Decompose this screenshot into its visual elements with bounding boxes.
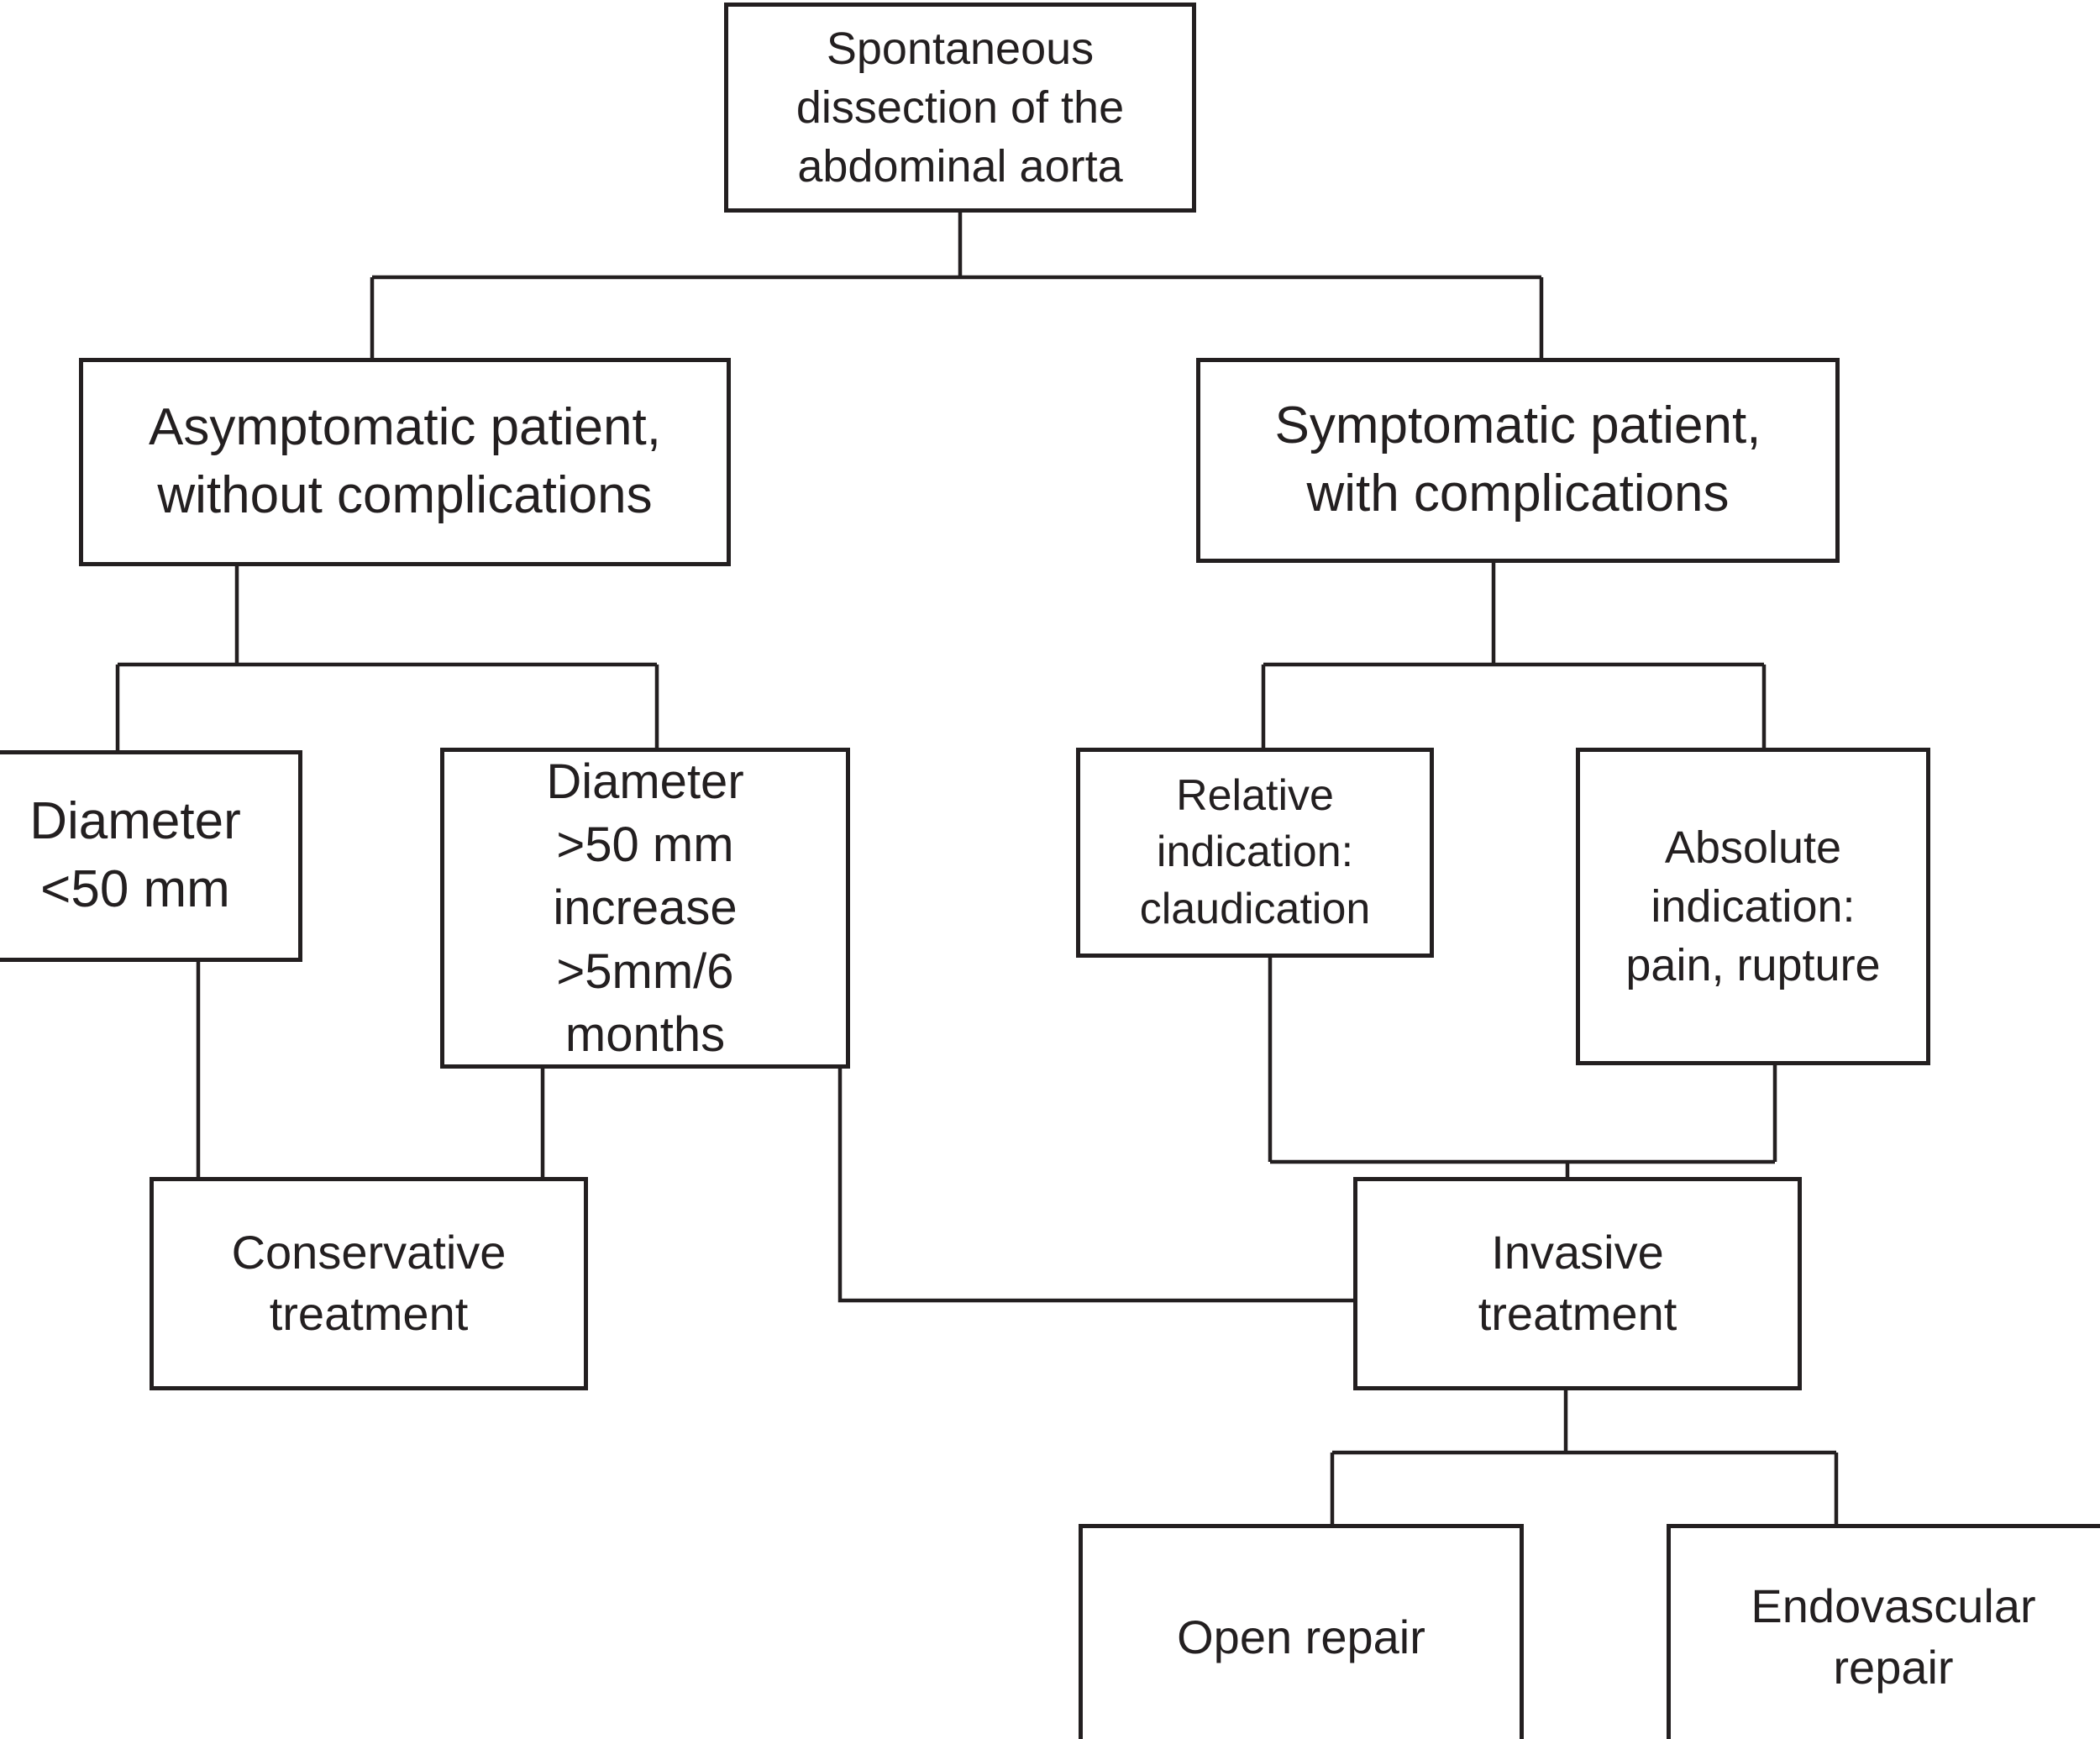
node-diameter-large[interactable]: Diameter >50 mm increase >5mm/6 months (440, 748, 850, 1069)
node-relative-indication[interactable]: Relative indication: claudication (1076, 748, 1434, 958)
node-diameter-small-label: Diameter <50 mm (29, 792, 241, 918)
node-invasive-treatment[interactable]: Invasive treatment (1353, 1177, 1802, 1390)
node-invasive-treatment-label: Invasive treatment (1478, 1226, 1677, 1340)
node-symptomatic-patient-label: Symptomatic patient, with complications (1274, 397, 1761, 523)
connector-asymptomatic-to-diameters (115, 566, 659, 750)
node-asymptomatic-patient[interactable]: Asymptomatic patient, without complicati… (79, 358, 731, 566)
node-conservative-treatment-label: Conservative treatment (231, 1226, 507, 1340)
node-asymptomatic-patient-label: Asymptomatic patient, without complicati… (149, 398, 661, 524)
node-symptomatic-patient[interactable]: Symptomatic patient, with complications (1196, 358, 1840, 563)
node-absolute-indication[interactable]: Absolute indication: pain, rupture (1576, 748, 1930, 1065)
node-diameter-large-label: Diameter >50 mm increase >5mm/6 months (546, 754, 744, 1063)
node-endovascular-repair-label: Endovascular repair (1751, 1579, 2036, 1694)
node-open-repair-label: Open repair (1177, 1610, 1425, 1663)
node-relative-indication-label: Relative indication: claudication (1139, 770, 1371, 933)
connector-diameter-large-to-invasive (837, 1069, 1353, 1303)
connector-symptomatic-to-indications (1261, 563, 1767, 748)
node-open-repair[interactable]: Open repair (1079, 1524, 1524, 1739)
connector-root-to-level2 (370, 213, 1544, 358)
node-root-label: Spontaneous dissection of the abdominal … (795, 23, 1125, 192)
node-absolute-indication-label: Absolute indication: pain, rupture (1625, 822, 1881, 991)
node-conservative-treatment[interactable]: Conservative treatment (150, 1177, 588, 1390)
node-endovascular-repair[interactable]: Endovascular repair (1667, 1524, 2100, 1739)
node-diameter-small[interactable]: Diameter <50 mm (0, 750, 302, 962)
node-root[interactable]: Spontaneous dissection of the abdominal … (724, 3, 1196, 213)
connector-invasive-to-repairs (1330, 1390, 1839, 1524)
